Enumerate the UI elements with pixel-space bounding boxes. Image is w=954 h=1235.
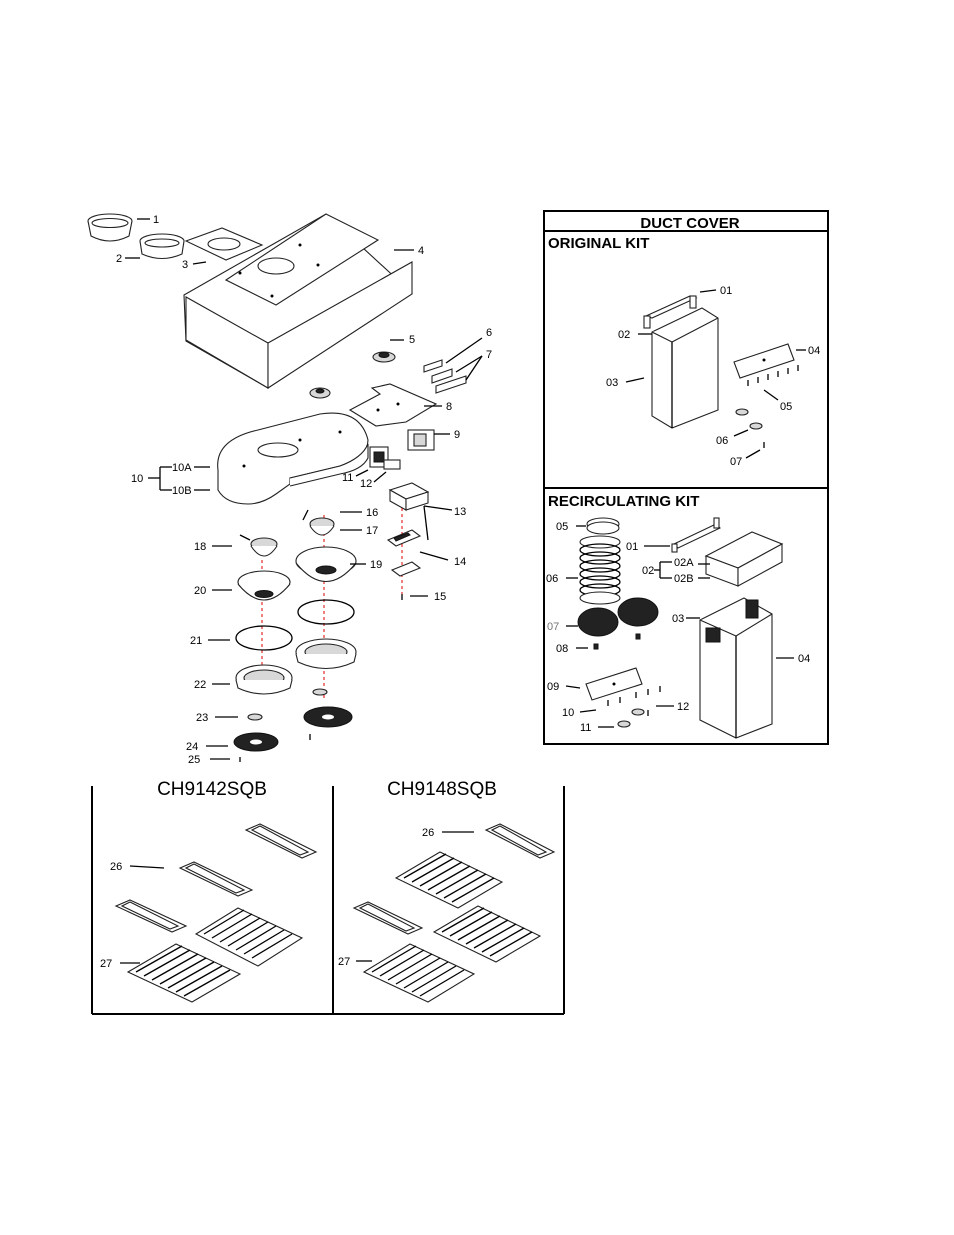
recirc-label-03: 03 [672, 613, 684, 625]
label-17: 17 [366, 525, 378, 537]
baffle-filter-left-a [196, 908, 302, 966]
model-left-name: CH9142SQB [157, 779, 267, 800]
label-14: 14 [454, 556, 466, 568]
part-5-knob: 5 [373, 334, 415, 362]
label-11: 11 [342, 472, 353, 484]
model-right-filters: 26 [338, 824, 554, 1002]
recirc-label-04: 04 [798, 653, 810, 665]
label-2: 2 [116, 253, 122, 265]
filters-panel: CH9142SQB CH9148SQB 26 [92, 779, 564, 1014]
model-left-label-27: 27 [100, 958, 112, 970]
recirc-label-02: 02 [642, 565, 654, 577]
model-right-label-27: 27 [338, 956, 350, 968]
recirc-label-09: 09 [547, 681, 559, 693]
original-kit-title: ORIGINAL KIT [548, 235, 649, 252]
label-24: 24 [186, 741, 198, 753]
orig-label-07: 07 [730, 456, 742, 468]
orig-label-01: 01 [720, 285, 732, 297]
duct-cover-title: DUCT COVER [640, 215, 739, 232]
label-16: 16 [366, 507, 378, 519]
duct-cover-panel: DUCT COVER ORIGINAL KIT 01 02 03 04 [544, 211, 828, 744]
recirc-label-02a: 02A [674, 557, 694, 569]
label-1: 1 [153, 214, 159, 226]
motor-knob-top [310, 388, 330, 398]
part-24-fan-grille: 24 [186, 707, 352, 753]
recirc-label-05: 05 [556, 521, 568, 533]
model-left-filters: 26 27 [100, 824, 316, 1002]
part-18-motor: 18 [194, 535, 277, 556]
label-6: 6 [486, 327, 492, 339]
label-22: 22 [194, 679, 206, 691]
label-10: 10 [131, 473, 143, 485]
label-3: 3 [182, 259, 188, 271]
original-kit: ORIGINAL KIT 01 02 03 04 [548, 235, 820, 468]
label-15: 15 [434, 591, 446, 603]
model-right-name: CH9148SQB [387, 779, 497, 800]
orig-label-03: 03 [606, 377, 618, 389]
part-19-blower-wheel: 19 [296, 547, 382, 582]
part-16-17-motor: 16 17 [303, 507, 378, 537]
recirc-label-12: 12 [677, 701, 689, 713]
label-12: 12 [360, 478, 372, 490]
label-10a: 10A [172, 462, 192, 474]
label-10b: 10B [172, 485, 192, 497]
model-left-label-26: 26 [110, 861, 122, 873]
part-10-blower-housing: 10 10A 10B [131, 413, 368, 504]
label-25: 25 [188, 754, 200, 766]
recirculating-kit: RECIRCULATING KIT 05 06 [546, 493, 810, 738]
label-19: 19 [370, 559, 382, 571]
recirc-label-10: 10 [562, 707, 574, 719]
baffle-filter-left-b [128, 944, 240, 1002]
label-20: 20 [194, 585, 206, 597]
orig-label-04: 04 [808, 345, 820, 357]
part-20-blower-wheel: 20 [194, 571, 290, 600]
orig-label-05: 05 [780, 401, 792, 413]
recirc-label-08: 08 [556, 643, 568, 655]
recirc-label-11: 11 [580, 722, 591, 734]
part-9-transformer: 9 [408, 429, 460, 450]
orig-label-06: 06 [716, 435, 728, 447]
label-4: 4 [418, 245, 424, 257]
label-8: 8 [446, 401, 452, 413]
recirculating-kit-title: RECIRCULATING KIT [548, 493, 699, 510]
label-23: 23 [196, 712, 208, 724]
label-18: 18 [194, 541, 206, 553]
recirc-label-01: 01 [626, 541, 638, 553]
baffle-filter-right-b [434, 906, 540, 962]
flex-duct [580, 536, 620, 604]
orig-label-02: 02 [618, 329, 630, 341]
recirc-label-02b: 02B [674, 573, 694, 585]
label-7: 7 [486, 349, 492, 361]
recirc-label-07: 07 [547, 621, 559, 633]
baffle-filter-right-a [396, 852, 502, 908]
part-6-7-switches: 6 7 [424, 327, 492, 393]
label-9: 9 [454, 429, 460, 441]
part-15-screw: 15 [402, 591, 446, 603]
main-hood-exploded-view: 1 2 3 4 [88, 214, 492, 766]
baffle-filter-right-c [364, 944, 474, 1002]
model-right-label-26: 26 [422, 827, 434, 839]
label-21: 21 [190, 635, 202, 647]
recirc-label-06: 06 [546, 573, 558, 585]
label-13: 13 [454, 506, 466, 518]
part-22-venturi: 22 [194, 639, 356, 694]
part-2-damper: 2 [116, 234, 184, 265]
label-5: 5 [409, 334, 415, 346]
